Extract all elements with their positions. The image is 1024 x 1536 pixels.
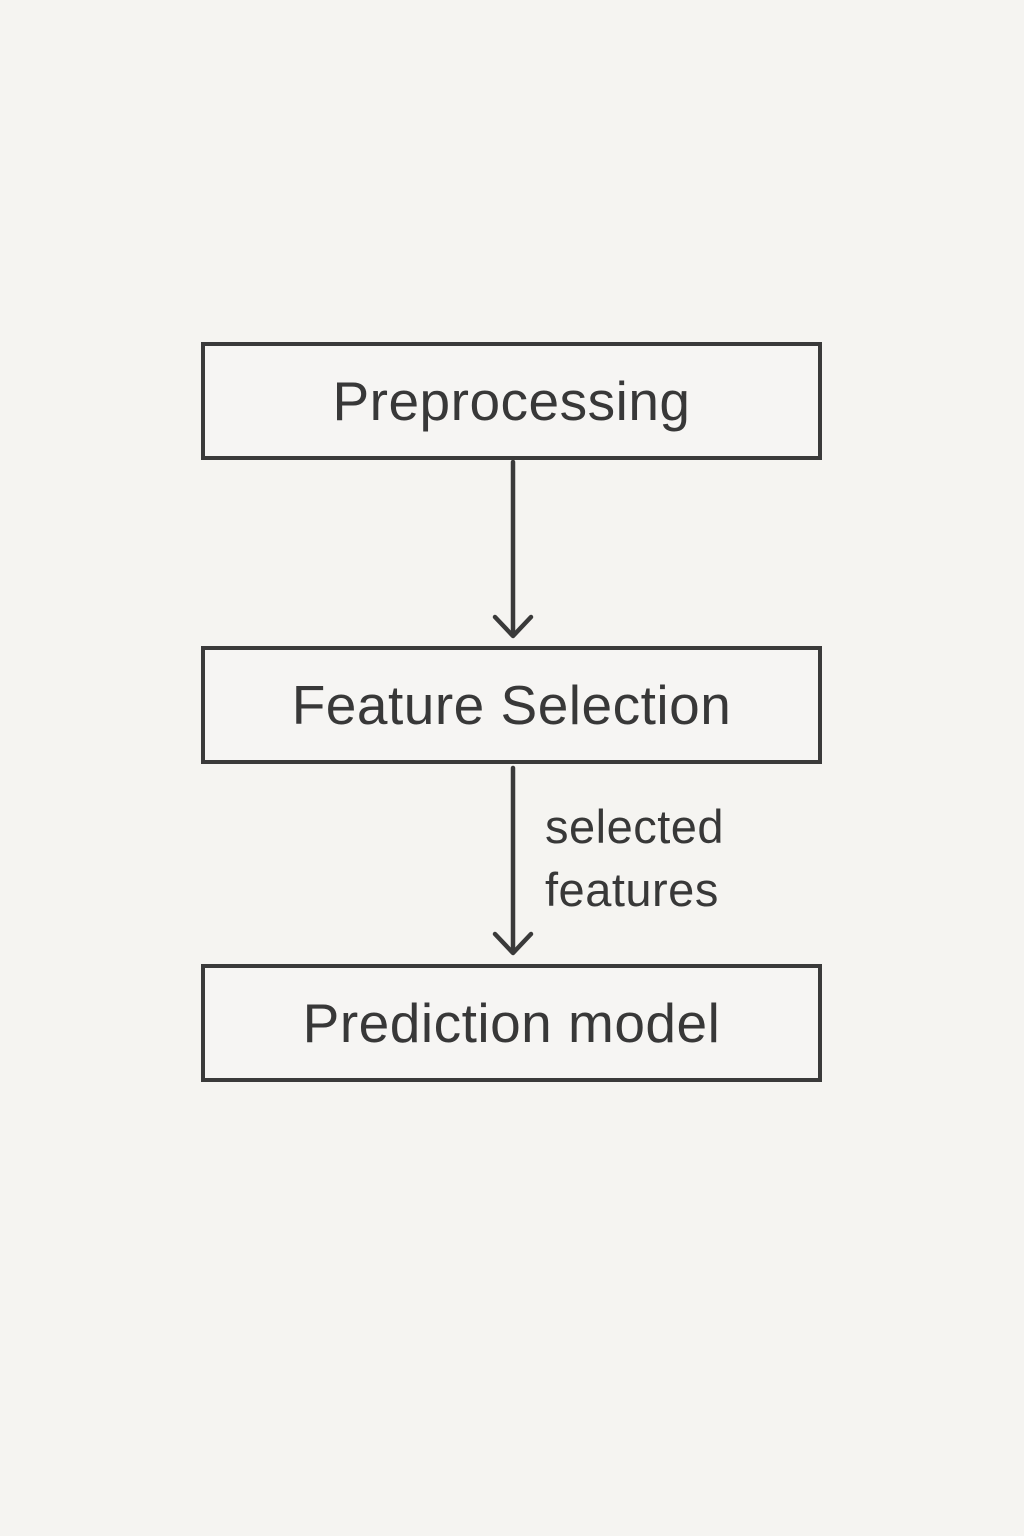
node-preprocessing: Preprocessing (201, 342, 822, 460)
edge-label-line1: selected (545, 800, 725, 853)
edge-label-line2: features (545, 863, 719, 916)
arrow-down-icon (492, 765, 534, 956)
node-feature-selection: Feature Selection (201, 646, 822, 764)
node-prediction-model-label: Prediction model (302, 992, 721, 1054)
node-feature-selection-label: Feature Selection (291, 674, 732, 736)
arrow-down-icon (492, 459, 534, 639)
node-prediction-model: Prediction model (201, 964, 822, 1082)
node-preprocessing-label: Preprocessing (332, 370, 691, 432)
edge-label-selected-features: selected features (545, 795, 724, 921)
